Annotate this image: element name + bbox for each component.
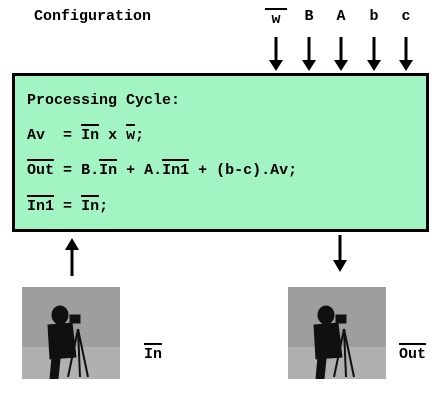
cameraman-icon — [22, 287, 120, 379]
equation-out: Out = B.In + A.In1 + (b-c).Av; — [27, 159, 297, 179]
param-c: c — [401, 8, 411, 25]
param-B: B — [304, 8, 314, 25]
input-image — [22, 287, 120, 379]
output-image-label: Out — [399, 343, 427, 363]
equation-av: Av = In x w; — [27, 124, 144, 144]
param-b: b — [369, 8, 379, 25]
input-image-label: In — [144, 343, 163, 363]
param-A: A — [336, 8, 346, 25]
param-w: w — [265, 8, 287, 28]
processing-box — [12, 73, 429, 232]
output-image — [288, 287, 386, 379]
processing-title: Processing Cycle: — [27, 92, 181, 109]
equation-in1: In1 = In; — [27, 195, 108, 215]
cameraman-output-icon — [288, 287, 386, 379]
configuration-label: Configuration — [34, 8, 152, 25]
